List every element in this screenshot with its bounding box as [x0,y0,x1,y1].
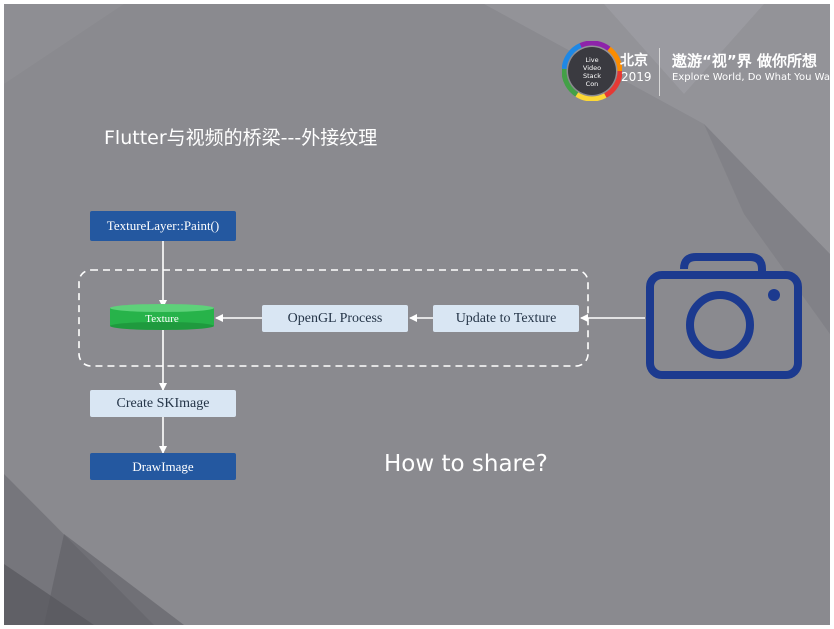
node-draw-image: DrawImage [90,453,236,480]
dashed-region [78,269,589,367]
brand-city: 北京 [620,53,648,69]
node-create-skimage: Create SKImage [90,390,236,417]
node-texture: Texture [145,313,179,325]
camera-icon [646,253,802,379]
node-update-to-texture: Update to Texture [433,305,579,332]
svg-text:Con: Con [586,80,599,88]
question-text: How to share? [384,451,548,477]
svg-text:Live: Live [585,56,598,64]
node-texture-layer-paint: TextureLayer::Paint() [90,211,236,241]
brand-slogan-cn: 遨游“视”界 做你所想 [672,52,817,70]
brand-year: 2019 [621,70,652,84]
node-opengl-process: OpenGL Process [262,305,408,332]
brand-slogan-en: Explore World, Do What You Want [672,72,830,83]
texture-cylinder [110,304,214,330]
slide: Live Video Stack Con 北京 2019 遨游“视”界 做你所想… [4,4,830,625]
svg-text:Video: Video [583,64,601,72]
slide-title: Flutter与视频的桥梁---外接纹理 [104,127,378,149]
flow-connectors [78,241,645,454]
brand-divider [659,48,660,96]
live-video-stack-con-logo: Live Video Stack Con [562,41,622,101]
svg-text:Stack: Stack [583,72,601,80]
